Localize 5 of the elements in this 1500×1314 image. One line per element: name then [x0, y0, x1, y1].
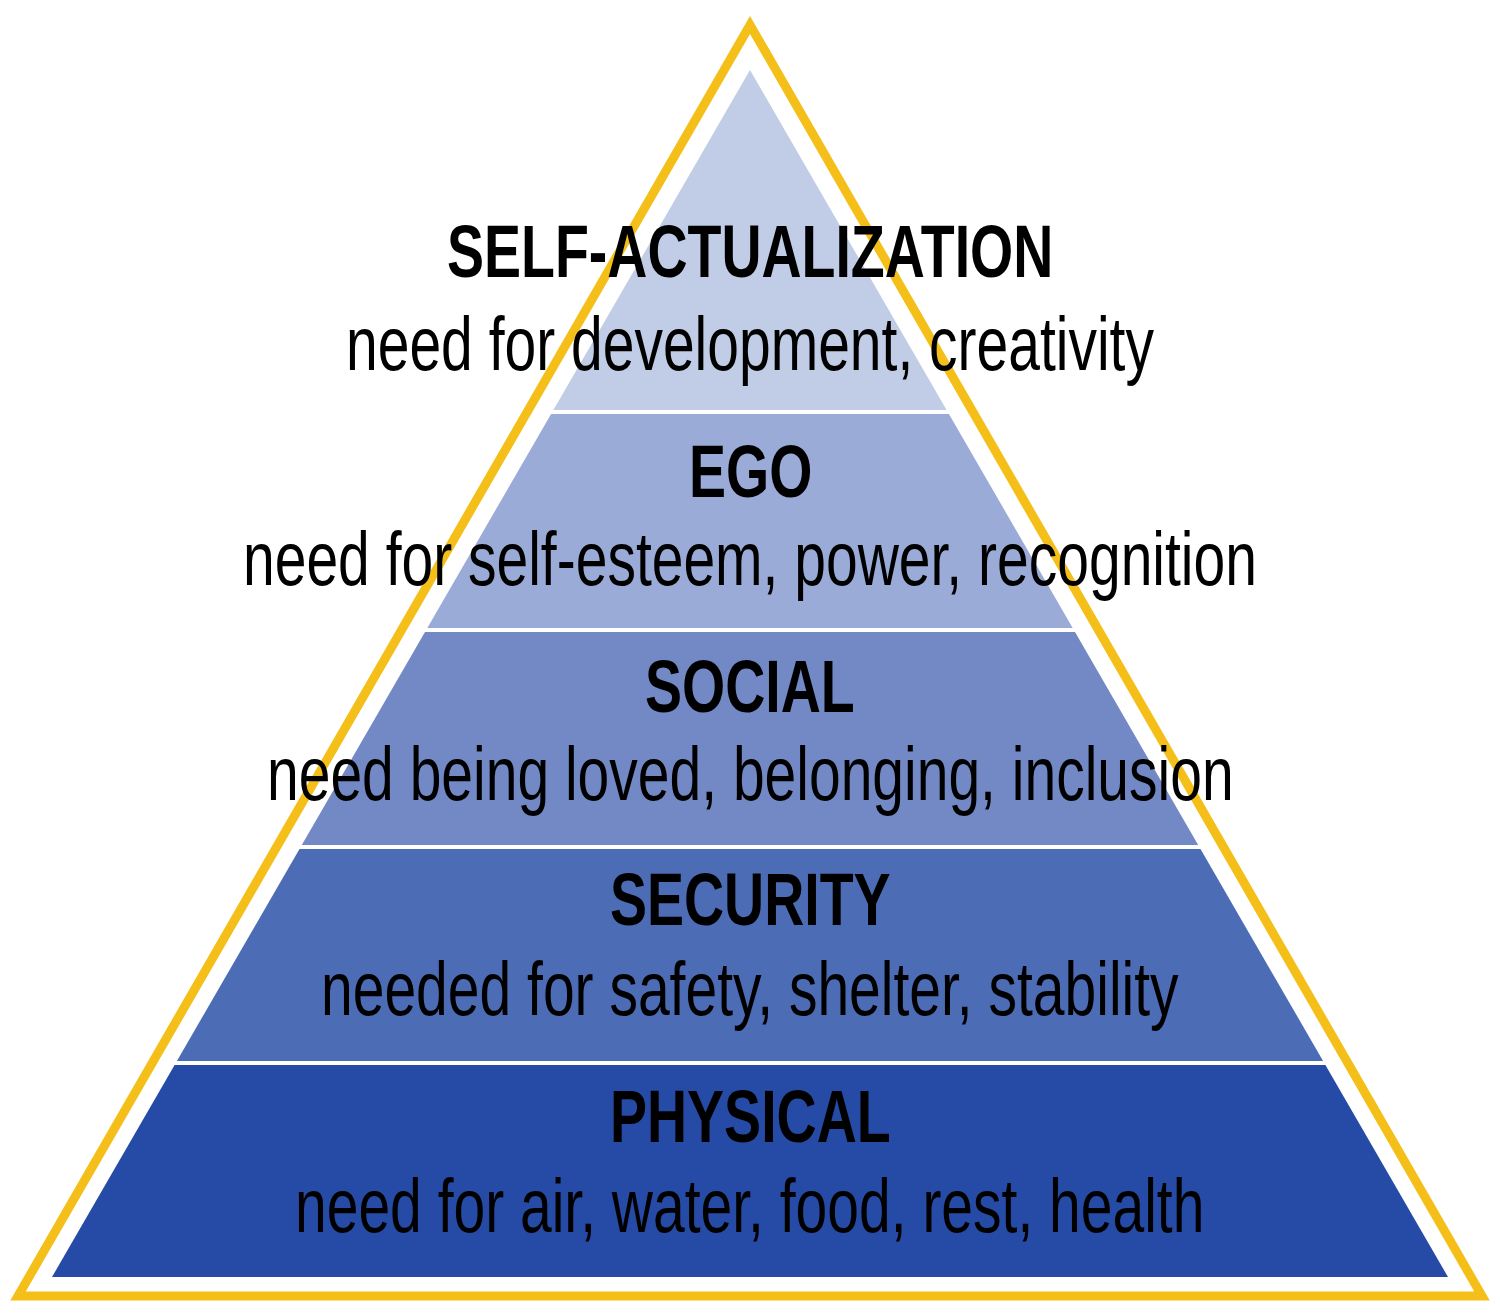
tier-title: SOCIAL: [645, 650, 855, 724]
tier-title: SECURITY: [609, 863, 891, 937]
tier-title: EGO: [688, 435, 812, 509]
tier-description: need for air, water, food, rest, health: [295, 1168, 1205, 1244]
tier-title: PHYSICAL: [609, 1080, 891, 1154]
